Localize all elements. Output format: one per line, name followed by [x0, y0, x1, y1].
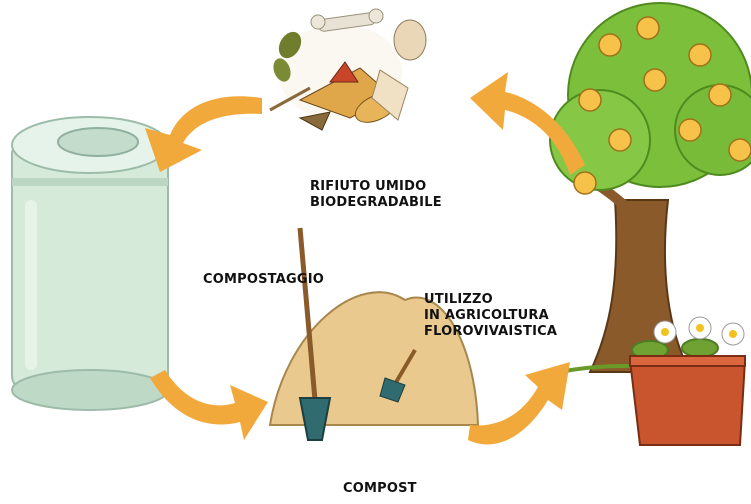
use-label-line-1: UTILIZZO — [424, 292, 493, 307]
composting-label: COMPOSTAGGIO — [203, 272, 325, 287]
compost-bin-icon — [11, 116, 169, 411]
waste-label: RIFIUTO UMIDO BIODEGRADABILE — [310, 179, 442, 211]
planter-icon — [628, 316, 747, 446]
compost-pile-icon — [268, 227, 480, 441]
waste-label-line-2: BIODEGRADABILE — [310, 195, 442, 210]
tree-icon — [549, 2, 751, 374]
food-waste-icon — [269, 8, 427, 131]
use-label: UTILIZZO IN AGRICOLTURA FLOROVIVAISTICA — [424, 292, 557, 340]
compost-label: COMPOST — [343, 481, 417, 496]
use-label-line-3: FLOROVIVAISTICA — [424, 324, 558, 339]
use-label-line-2: IN AGRICOLTURA — [424, 308, 549, 323]
cycle-arrow-icon — [145, 72, 585, 445]
waste-label-line-1: RIFIUTO UMIDO — [310, 179, 427, 194]
